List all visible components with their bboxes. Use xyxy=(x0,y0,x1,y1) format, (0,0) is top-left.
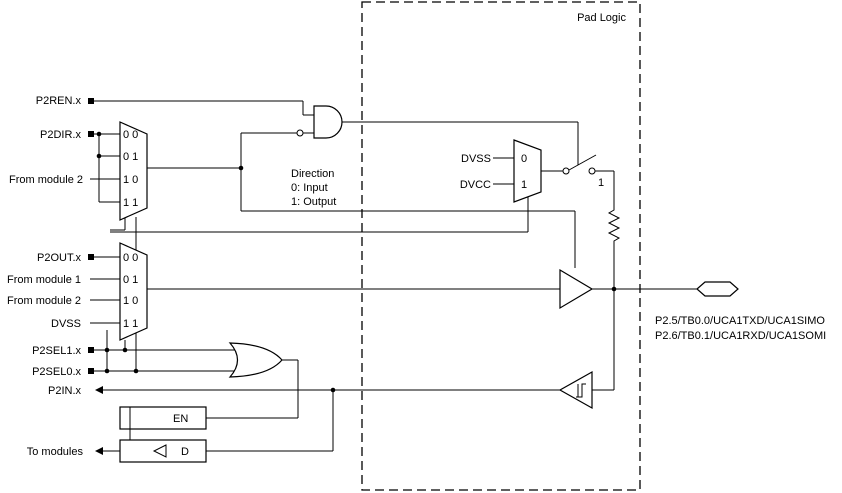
pad-logic-title: Pad Logic xyxy=(577,12,626,24)
mux-out-in-1: 0 1 xyxy=(123,274,138,286)
latch-clock-icon xyxy=(152,444,167,458)
mux-dir xyxy=(119,121,148,221)
pull-resistor xyxy=(607,205,621,246)
p2sel0-pin xyxy=(88,368,94,374)
p2dir-label: P2DIR.x xyxy=(40,129,81,141)
direction-output: 1: Output xyxy=(291,196,336,208)
latch-en-label: EN xyxy=(173,413,188,425)
input-schmitt-buffer xyxy=(558,370,593,410)
direction-input: 0: Input xyxy=(291,182,328,194)
schmitt-icon xyxy=(576,383,586,398)
p2sel1-pin xyxy=(88,347,94,353)
mux-out-in-2: 1 0 xyxy=(123,295,138,307)
mux-dir-in-1: 0 1 xyxy=(123,151,138,163)
latch-d-label: D xyxy=(181,446,189,458)
pull-sel-1: 1 xyxy=(521,179,527,191)
direction-title: Direction xyxy=(291,168,334,180)
and-invert-bubble xyxy=(296,129,304,137)
or-gate xyxy=(228,342,283,378)
latch-en-block xyxy=(119,406,207,430)
pull-sel-0: 0 xyxy=(521,153,527,165)
mux-out xyxy=(119,242,148,341)
p2dir-pin xyxy=(88,131,94,137)
switch-contact-left xyxy=(562,167,570,175)
from-module-1-label: From module 1 xyxy=(7,274,81,286)
p2sel1-label: P2SEL1.x xyxy=(32,345,81,357)
pin-name-1: P2.5/TB0.0/UCA1TXD/UCA1SIMO xyxy=(655,315,825,327)
mux-out-in-0: 0 0 xyxy=(123,252,138,264)
switch-contact-right xyxy=(588,167,596,175)
pin-name-2: P2.6/TB0.1/UCA1RXD/UCA1SOMI xyxy=(655,330,826,342)
p2in-label: P2IN.x xyxy=(48,385,82,397)
p2ren-label: P2REN.x xyxy=(36,95,82,107)
from-module-2-dir-label: From module 2 xyxy=(9,174,83,186)
mux-dir-in-0: 0 0 xyxy=(123,129,138,141)
dvss-pull-label: DVSS xyxy=(461,153,491,165)
mux-dir-in-3: 1 1 xyxy=(123,197,138,209)
to-modules-label: To modules xyxy=(27,446,84,458)
p2out-label: P2OUT.x xyxy=(37,252,82,264)
mux-dir-in-2: 1 0 xyxy=(123,174,138,186)
p2sel0-label: P2SEL0.x xyxy=(32,366,81,378)
switch-label: 1 xyxy=(598,177,604,189)
mux-out-in-3: 1 1 xyxy=(123,318,138,330)
latch-d-block xyxy=(119,439,207,463)
from-module-2-out-label: From module 2 xyxy=(7,295,81,307)
p2out-pin xyxy=(88,254,94,260)
pad-terminal xyxy=(696,281,739,297)
and-gate xyxy=(313,105,343,139)
pad-logic-box xyxy=(361,1,641,491)
p2ren-pin xyxy=(88,98,94,104)
output-buffer xyxy=(559,268,594,310)
dvcc-pull-label: DVCC xyxy=(460,179,491,191)
switch-blade xyxy=(568,154,597,171)
pull-mux xyxy=(513,139,542,203)
dvss-out-label: DVSS xyxy=(51,318,81,330)
